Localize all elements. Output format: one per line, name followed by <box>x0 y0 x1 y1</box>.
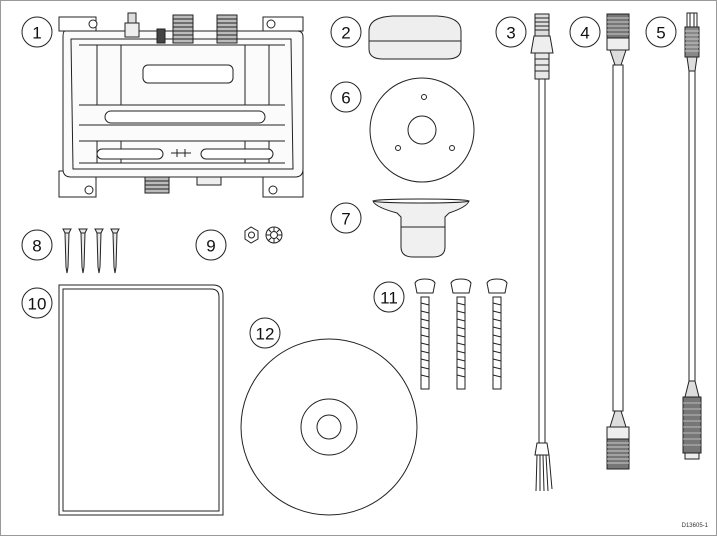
callout-2: 2 <box>341 24 350 43</box>
callout-9: 9 <box>206 237 215 256</box>
callout-3-circle <box>495 16 527 48</box>
callout-6: 6 <box>341 89 350 108</box>
callout-5-circle <box>645 16 677 48</box>
item-5-network-cable <box>682 12 702 460</box>
callout-12-circle <box>249 317 281 349</box>
callout-5: 5 <box>656 24 665 43</box>
item-2-antenna-dome <box>368 15 462 60</box>
item-3-power-data-cable <box>530 13 554 492</box>
callout-3: 3 <box>506 24 515 43</box>
callout-4-circle <box>569 16 601 48</box>
callout-9-circle <box>195 229 227 261</box>
item-12-cd-rom <box>240 338 418 516</box>
callout-1: 1 <box>32 24 41 43</box>
item-7-pole-mount <box>372 198 470 258</box>
callout-12: 12 <box>256 325 275 344</box>
callout-11-circle <box>373 281 405 313</box>
callout-6-circle <box>330 81 362 113</box>
callout-8: 8 <box>32 237 41 256</box>
callout-10: 10 <box>28 295 47 314</box>
item-1-receiver-unit <box>58 12 304 198</box>
callouts <box>21 16 677 349</box>
callout-4: 4 <box>580 24 589 43</box>
callout-11: 11 <box>380 289 398 308</box>
item-4-antenna-cable <box>606 13 630 470</box>
callout-10-circle <box>21 287 53 319</box>
callout-7-circle <box>330 202 362 234</box>
callout-1-circle <box>21 16 53 48</box>
callout-7: 7 <box>341 210 350 229</box>
callout-2-circle <box>330 16 362 48</box>
item-9-nut-washer <box>244 226 283 244</box>
drawing-reference-code: D13605-1 <box>681 523 708 529</box>
item-6-mounting-plate <box>369 77 475 183</box>
item-8-screws <box>62 228 120 274</box>
item-11-bolts <box>414 278 508 390</box>
item-10-documentation-booklet <box>58 284 224 516</box>
callout-8-circle <box>21 229 53 261</box>
